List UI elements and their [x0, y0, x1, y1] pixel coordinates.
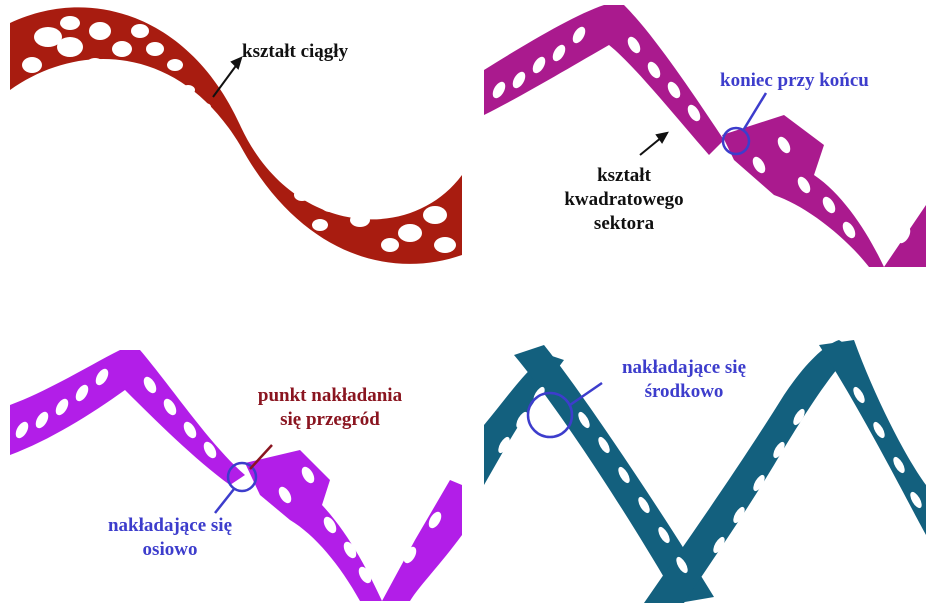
ribbon-axial: [10, 335, 462, 603]
label-axial-line2: osiowo: [70, 539, 270, 560]
arrow-continuous: [213, 58, 241, 97]
label-sector-line1: kształt: [554, 165, 694, 186]
panel-axial-overlap: punkt nakładania się przegród nakładając…: [10, 335, 462, 603]
arrow-sector: [640, 133, 667, 155]
axial-overlap-pointer: [215, 489, 234, 513]
ribbon-segmented: [484, 5, 926, 277]
label-continuous: kształt ciągły: [242, 41, 348, 62]
label-axial-line1: nakładające się: [70, 515, 270, 536]
panel-end-to-end: koniec przy końcu kształt kwadratowego s…: [484, 5, 926, 277]
panel-central-overlap: nakładające się środkowo: [484, 335, 926, 603]
ribbon-continuous: [10, 5, 462, 277]
label-central-line1: nakładające się: [594, 357, 774, 378]
label-sector-line2: kwadratowego: [554, 189, 694, 210]
panel-continuous-shape: kształt ciągły: [10, 5, 462, 277]
segment-2: [722, 115, 926, 267]
label-partition-line2: się przegród: [220, 409, 440, 430]
label-sector-line3: sektora: [554, 213, 694, 234]
label-end-to-end: koniec przy końcu: [720, 70, 869, 91]
label-partition-line1: punkt nakładania: [220, 385, 440, 406]
label-central-line2: środkowo: [594, 381, 774, 402]
crossing-ribbons: [484, 340, 926, 603]
